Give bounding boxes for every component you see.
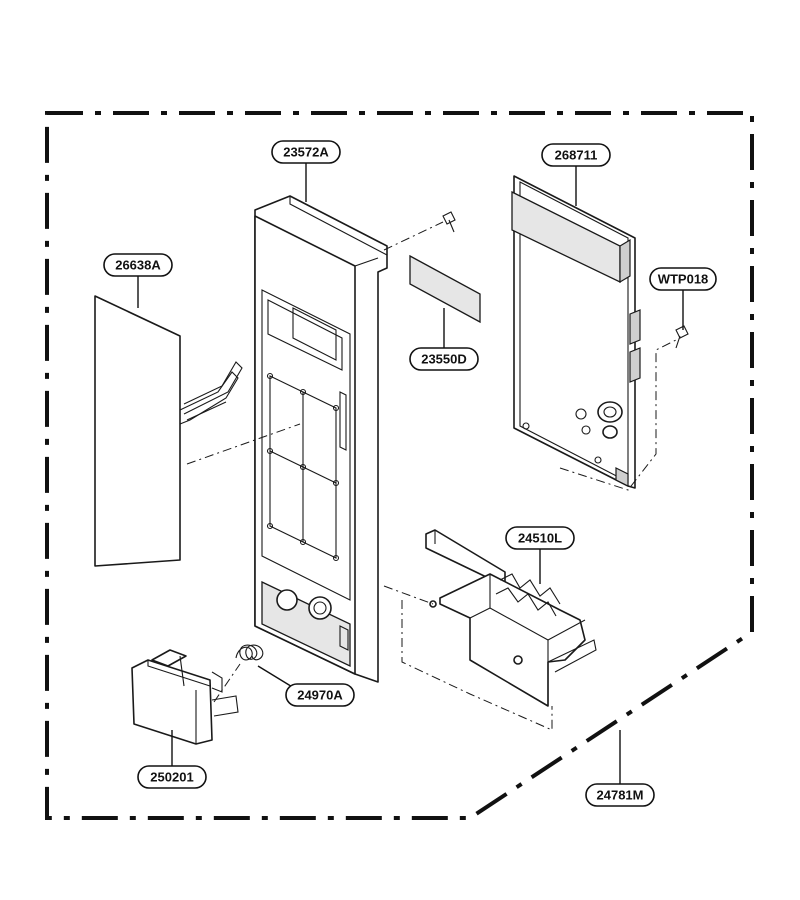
callout-250201: 250201 (137, 765, 207, 789)
screw (442, 211, 456, 233)
callout-23550D: 23550D (409, 347, 479, 371)
callout-23572A: 23572A (271, 140, 341, 164)
svg-text:268711: 268711 (555, 148, 598, 163)
screw-wtp018 (675, 325, 689, 349)
callout-24510L: 24510L (505, 526, 575, 550)
leader-line (257, 665, 295, 689)
callout-268711: 268711 (541, 143, 611, 167)
svg-text:24970A: 24970A (297, 688, 343, 703)
control-pcb (511, 175, 641, 489)
display-window-sheet (409, 254, 481, 324)
svg-text:23572A: 23572A (283, 145, 329, 160)
spring (235, 644, 264, 661)
door-open-button (131, 649, 239, 745)
svg-text:WTP018: WTP018 (658, 272, 709, 287)
assembly-line (401, 600, 553, 731)
svg-text:24510L: 24510L (518, 531, 562, 546)
door-latch-lever (425, 529, 597, 707)
assembly-line (186, 423, 301, 465)
callout-WTP018: WTP018 (649, 267, 717, 291)
svg-text:23550D: 23550D (421, 352, 467, 367)
callout-26638A: 26638A (103, 253, 173, 277)
control-panel-frame (254, 195, 388, 683)
svg-text:250201: 250201 (150, 770, 193, 785)
svg-text:26638A: 26638A (115, 258, 161, 273)
callout-24781M: 24781M (585, 783, 655, 807)
assembly-line (559, 339, 677, 491)
assembly-line (383, 585, 434, 605)
svg-text:24781M: 24781M (597, 788, 644, 803)
assembly-line (213, 663, 241, 703)
assembly-line (383, 221, 444, 251)
membrane-keypad (94, 295, 243, 567)
callout-24970A: 24970A (285, 683, 355, 707)
assembly-boundary (45, 111, 754, 820)
